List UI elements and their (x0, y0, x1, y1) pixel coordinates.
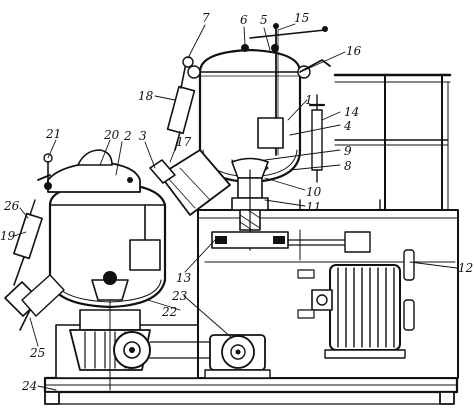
sight-glass-upper (166, 56, 196, 151)
lower-left-fittings (4, 153, 65, 331)
callout-12: 12 (458, 261, 473, 275)
right-motor (297, 249, 415, 359)
callout-22: 22 (161, 305, 177, 319)
central-drive (204, 157, 456, 263)
callout-26: 26 (3, 199, 20, 213)
callout-7: 7 (202, 11, 210, 25)
callout-17: 17 (176, 135, 192, 149)
callout-14: 14 (344, 105, 359, 119)
callout-8: 8 (344, 159, 352, 173)
callout-18: 18 (138, 89, 154, 103)
callout-13: 13 (176, 271, 192, 285)
callout-9: 9 (344, 144, 352, 158)
callout-10: 10 (306, 185, 322, 199)
callout-24: 24 (21, 379, 37, 393)
callout-6: 6 (240, 13, 248, 27)
callout-4: 4 (343, 119, 352, 133)
callout-25: 25 (29, 346, 45, 360)
transfer-pipe (149, 149, 231, 216)
callout-19: 19 (0, 229, 16, 243)
callout-15: 15 (294, 11, 309, 25)
callout-3: 3 (139, 129, 147, 143)
callout-2: 2 (123, 129, 132, 143)
callout-23: 23 (171, 289, 188, 303)
callout-21: 21 (45, 127, 61, 141)
callout-20: 20 (103, 128, 120, 142)
lower-drive (69, 299, 271, 391)
lower-vessel (47, 149, 167, 309)
callout-16: 16 (346, 44, 362, 58)
callout-5: 5 (260, 13, 268, 27)
callout-1: 1 (305, 93, 313, 107)
callout-11: 11 (306, 200, 321, 214)
callout-labels: 1 2 3 4 5 6 7 8 9 10 11 12 13 14 15 16 1… (0, 11, 473, 393)
leader-lines (13, 23, 458, 391)
